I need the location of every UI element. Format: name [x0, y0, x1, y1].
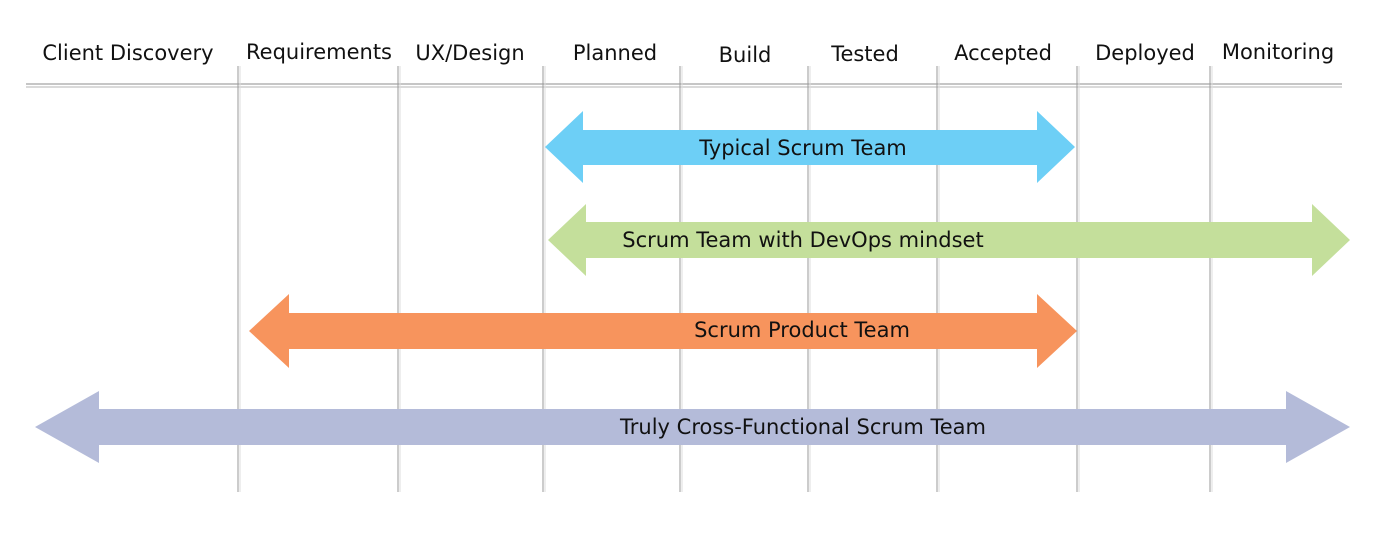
devops-scrum-team-label: Scrum Team with DevOps mindset [622, 228, 983, 252]
devops-scrum-team-arrow: Scrum Team with DevOps mindset [548, 204, 1350, 276]
scrum-product-team-arrow: Scrum Product Team [249, 294, 1077, 368]
phase-label-planned: Planned [573, 41, 657, 65]
header-rule [26, 83, 1342, 88]
scrum-product-team-arrow-shape [249, 294, 1077, 368]
phase-label-ux-design: UX/Design [415, 41, 524, 65]
typical-scrum-team-arrow: Typical Scrum Team [545, 111, 1075, 183]
typical-scrum-team-label: Typical Scrum Team [698, 136, 907, 160]
phase-label-monitoring: Monitoring [1222, 40, 1334, 64]
phase-label-deployed: Deployed [1095, 41, 1195, 65]
phase-label-build: Build [719, 43, 772, 67]
phase-labels: Client Discovery Requirements UX/Design … [42, 40, 1334, 67]
phase-label-client-discovery: Client Discovery [42, 41, 213, 65]
cross-functional-scrum-team-arrow: Truly Cross-Functional Scrum Team [35, 391, 1350, 463]
cross-functional-scrum-team-arrow-shape [35, 391, 1350, 463]
devops-scrum-team-arrow-shape [548, 204, 1350, 276]
phase-label-tested: Tested [830, 42, 899, 66]
phase-label-requirements: Requirements [246, 40, 392, 64]
scrum-product-team-label: Scrum Product Team [694, 318, 910, 342]
typical-scrum-team-arrow-shape [545, 111, 1075, 183]
cross-functional-scrum-team-label: Truly Cross-Functional Scrum Team [619, 415, 986, 439]
phase-label-accepted: Accepted [954, 41, 1052, 65]
